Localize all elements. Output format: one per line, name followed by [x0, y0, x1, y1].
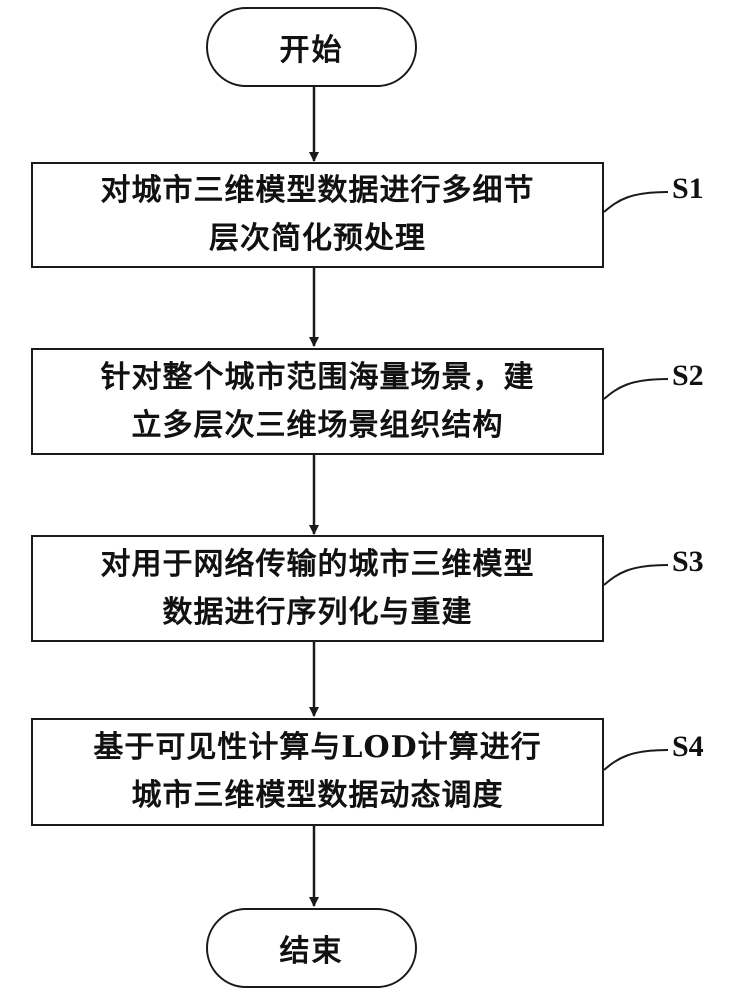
- step-s3-box: 对用于网络传输的城市三维模型 数据进行序列化与重建: [31, 535, 604, 642]
- step-s2-label: S2: [672, 359, 704, 393]
- step-s4-line-2: 城市三维模型数据动态调度: [132, 772, 504, 820]
- start-label: 开始: [280, 25, 344, 69]
- step-s4-line-1: 基于可见性计算与LOD计算进行: [93, 724, 541, 772]
- step-s1-line-2: 层次简化预处理: [209, 215, 426, 263]
- start-terminal: 开始: [206, 7, 417, 87]
- leader-s4: [604, 750, 668, 770]
- leader-s2: [604, 379, 668, 399]
- leader-s1: [604, 192, 668, 212]
- step-s2-box: 针对整个城市范围海量场景，建 立多层次三维场景组织结构: [31, 348, 604, 455]
- step-s1-line-1: 对城市三维模型数据进行多细节: [101, 167, 535, 215]
- step-s3-label: S3: [672, 545, 704, 579]
- step-s4-label: S4: [672, 730, 704, 764]
- step-s1-box: 对城市三维模型数据进行多细节 层次简化预处理: [31, 162, 604, 268]
- end-label: 结束: [280, 926, 344, 970]
- step-s3-line-2: 数据进行序列化与重建: [163, 589, 473, 637]
- step-s2-line-2: 立多层次三维场景组织结构: [132, 402, 504, 450]
- step-s4-box: 基于可见性计算与LOD计算进行 城市三维模型数据动态调度: [31, 718, 604, 826]
- step-s2-line-1: 针对整个城市范围海量场景，建: [101, 354, 535, 402]
- end-terminal: 结束: [206, 908, 417, 988]
- step-s3-line-1: 对用于网络传输的城市三维模型: [101, 541, 535, 589]
- step-s1-label: S1: [672, 172, 704, 206]
- leader-s3: [604, 565, 668, 585]
